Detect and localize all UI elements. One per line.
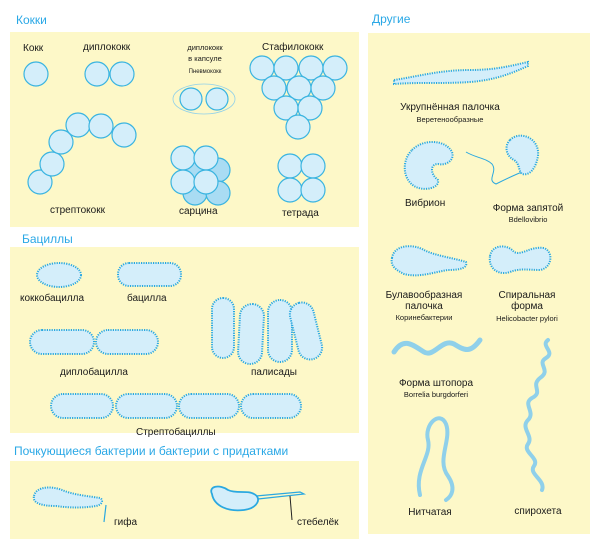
tetrad-label: тетрада <box>282 208 319 219</box>
spiral-bacterium <box>488 245 552 274</box>
cocci-heading: Кокки <box>16 13 47 27</box>
staphylococcus-label: Стафилококк <box>262 41 324 53</box>
diplobacillus-label: диплобацилла <box>60 366 128 378</box>
hypha-bacterium <box>32 486 104 509</box>
vibrio-label: Вибрион <box>405 197 445 209</box>
palisades <box>211 297 324 365</box>
spiral-label-2: форма <box>511 300 543 312</box>
coccus-label: Кокк <box>23 43 44 54</box>
pneumococcus-label: Пневмококк <box>189 69 222 75</box>
capsule-label-2: в капсуле <box>188 54 222 63</box>
bacillus <box>117 262 182 287</box>
club-label-1: Булавообразная <box>386 289 463 301</box>
vibrio <box>403 141 454 190</box>
spiral-sublabel: Helicobacter pylori <box>496 314 558 323</box>
fusiform-sublabel: Веретенообразные <box>417 115 484 124</box>
club-shaped-bacterium <box>390 245 468 277</box>
budding-heading: Почкующиеся бактерии и бактерии с придат… <box>14 444 288 458</box>
coccus <box>23 61 49 87</box>
stalk-label: стебелёк <box>297 516 339 528</box>
stalked-bacterium <box>210 485 259 512</box>
coccobacillus <box>36 262 82 288</box>
comma-bacterium <box>505 134 540 176</box>
streptococcus-label: стрептококк <box>50 205 106 216</box>
hypha-pointer <box>103 504 107 523</box>
corkscrew-bacterium <box>391 337 483 356</box>
corkscrew-sublabel: Borrelia burgdorferi <box>404 390 469 399</box>
capsule-label-1: диплококк <box>187 43 223 52</box>
filamentous-bacterium <box>416 416 455 502</box>
bacilli-heading: Бациллы <box>22 232 73 246</box>
other-heading: Другие <box>372 12 411 26</box>
spirochete-label: спирохета <box>514 506 562 517</box>
club-sublabel: Коринебактерии <box>396 313 453 322</box>
palisades-label: палисады <box>251 367 297 378</box>
streptobacilli <box>50 393 302 419</box>
diplococcus <box>84 61 135 87</box>
club-label-2: палочка <box>405 301 443 312</box>
streptococcus <box>27 112 137 195</box>
filament-label: Нитчатая <box>408 507 451 518</box>
fusiform-label: Укрупнённая палочка <box>400 102 500 113</box>
staphylococcus <box>249 55 348 140</box>
fusiform-bacterium <box>393 60 529 86</box>
diplococcus-label: диплококк <box>83 42 131 53</box>
comma-label: Форма запятой <box>493 203 564 214</box>
flagellum <box>465 151 523 185</box>
sarcina-label: сарцина <box>179 206 218 217</box>
sarcina <box>170 145 231 206</box>
spiral-label-1: Спиральная <box>499 290 556 301</box>
streptobacilli-label: Стрептобациллы <box>136 426 216 438</box>
bacillus-label: бацилла <box>127 292 167 304</box>
encapsulated-diplococcus <box>172 83 236 115</box>
tetrad <box>277 153 326 203</box>
comma-sublabel: Bdellovibrio <box>509 215 548 224</box>
spirochete-bacterium <box>523 338 552 492</box>
other-panel <box>368 33 590 534</box>
stalk-pointer <box>289 495 293 521</box>
coccobacillus-label: коккобацилла <box>20 292 85 304</box>
hypha-label: гифа <box>114 516 137 528</box>
stalk <box>255 491 307 500</box>
diplobacillus <box>29 329 159 355</box>
corkscrew-label: Форма штопора <box>399 378 474 389</box>
